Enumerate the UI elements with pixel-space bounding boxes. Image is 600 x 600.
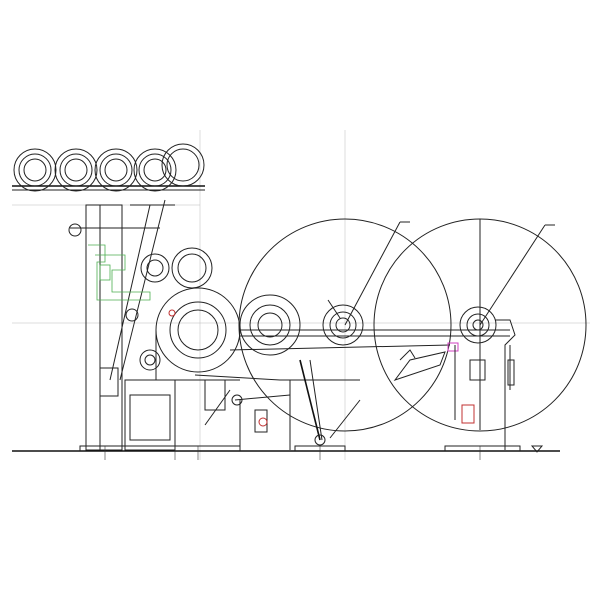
top-reel-row — [12, 143, 205, 192]
spool-rolls — [239, 294, 497, 356]
large-reels — [238, 218, 587, 432]
construction-lines — [12, 130, 590, 460]
left-frame — [68, 199, 176, 451]
green-guard-outline — [88, 244, 151, 301]
dryer-cylinder — [155, 287, 241, 381]
rails-and-arms — [194, 319, 516, 450]
foundation — [12, 445, 560, 460]
upper-rolls — [125, 247, 213, 371]
